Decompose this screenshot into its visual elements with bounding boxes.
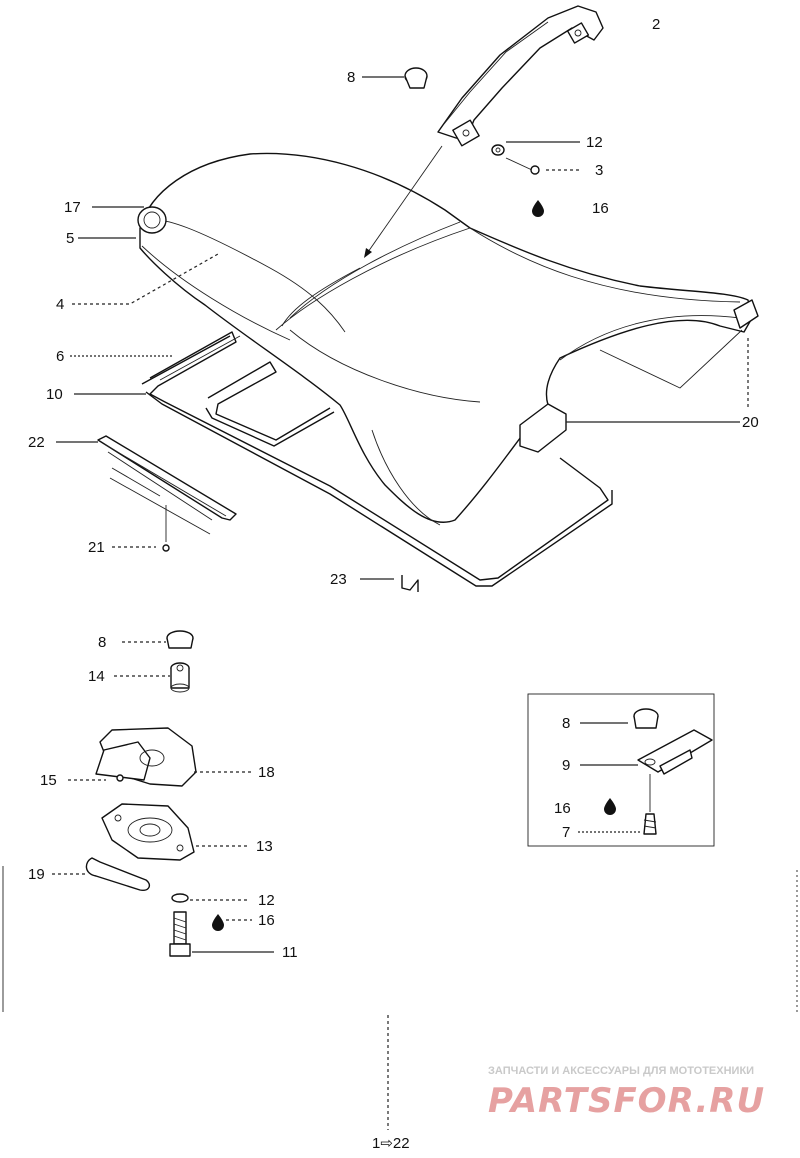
page-reference: 1⇨22 (372, 1135, 410, 1152)
latch-plate-part (95, 727, 197, 787)
watermark-tagline: ЗАПЧАСТИ И АКСЕССУАРЫ ДЛЯ МОТОТЕХНИКИ (488, 1065, 754, 1077)
callout-18: 18 (258, 764, 275, 781)
striker-plate-part (637, 729, 713, 775)
callout-22: 22 (28, 434, 45, 451)
striker-assembly (527, 693, 715, 847)
latch-housing-part (101, 803, 195, 861)
bumper-cap-part (166, 630, 194, 649)
callout-5: 5 (66, 230, 74, 247)
latch-assembly (85, 630, 224, 957)
callout-13: 13 (256, 838, 273, 855)
callout-23: 23 (330, 571, 347, 588)
callout-19: 19 (28, 866, 45, 883)
callout-7: 7 (562, 824, 570, 841)
callout-8: 8 (347, 69, 355, 86)
latch-bolt-part (169, 893, 224, 957)
watermark: ЗАПЧАСТИ И АКСЕССУАРЫ ДЛЯ МОТОТЕХНИКИ PA… (488, 1065, 765, 1121)
striker-screw-part (604, 774, 657, 835)
callout-21: 21 (88, 539, 105, 556)
callout-4: 4 (56, 296, 64, 313)
spacer-part (170, 662, 190, 693)
seat-assembly (97, 5, 759, 592)
grab-handle-part (437, 5, 604, 147)
page-number: 2 (652, 16, 660, 33)
callout-10: 10 (46, 386, 63, 403)
callout-14: 14 (88, 668, 105, 685)
callout-3: 3 (595, 162, 603, 179)
callout-9: 9 (562, 757, 570, 774)
seat-cushion-part (137, 152, 753, 526)
upper-fasteners (404, 67, 544, 217)
callout-labels: 2 8 12 3 16 17 5 4 6 10 20 22 21 23 8 14… (28, 16, 759, 1152)
handle-mount-arrow (364, 145, 443, 258)
latch-cable-part (85, 857, 151, 892)
leader-lines (52, 76, 749, 1130)
callout-8: 8 (562, 715, 570, 732)
callout-17: 17 (64, 199, 81, 216)
rear-tab-part (519, 299, 759, 453)
striker-cap-part (633, 708, 659, 729)
callout-8: 8 (98, 634, 106, 651)
callout-6: 6 (56, 348, 64, 365)
callout-16: 16 (258, 912, 275, 929)
seat-frame-wire-part (141, 331, 613, 587)
callout-15: 15 (40, 772, 57, 789)
callout-12: 12 (258, 892, 275, 909)
callout-16: 16 (554, 800, 571, 817)
page-edge-marks (2, 866, 798, 1012)
callout-11: 11 (282, 944, 298, 961)
spring-clip-part (401, 575, 419, 592)
callout-12: 12 (586, 134, 603, 151)
hinge-bracket-part (97, 435, 237, 552)
callout-16: 16 (592, 200, 609, 217)
callout-20: 20 (742, 414, 759, 431)
watermark-logo: PARTSFOR.RU (488, 1081, 765, 1121)
